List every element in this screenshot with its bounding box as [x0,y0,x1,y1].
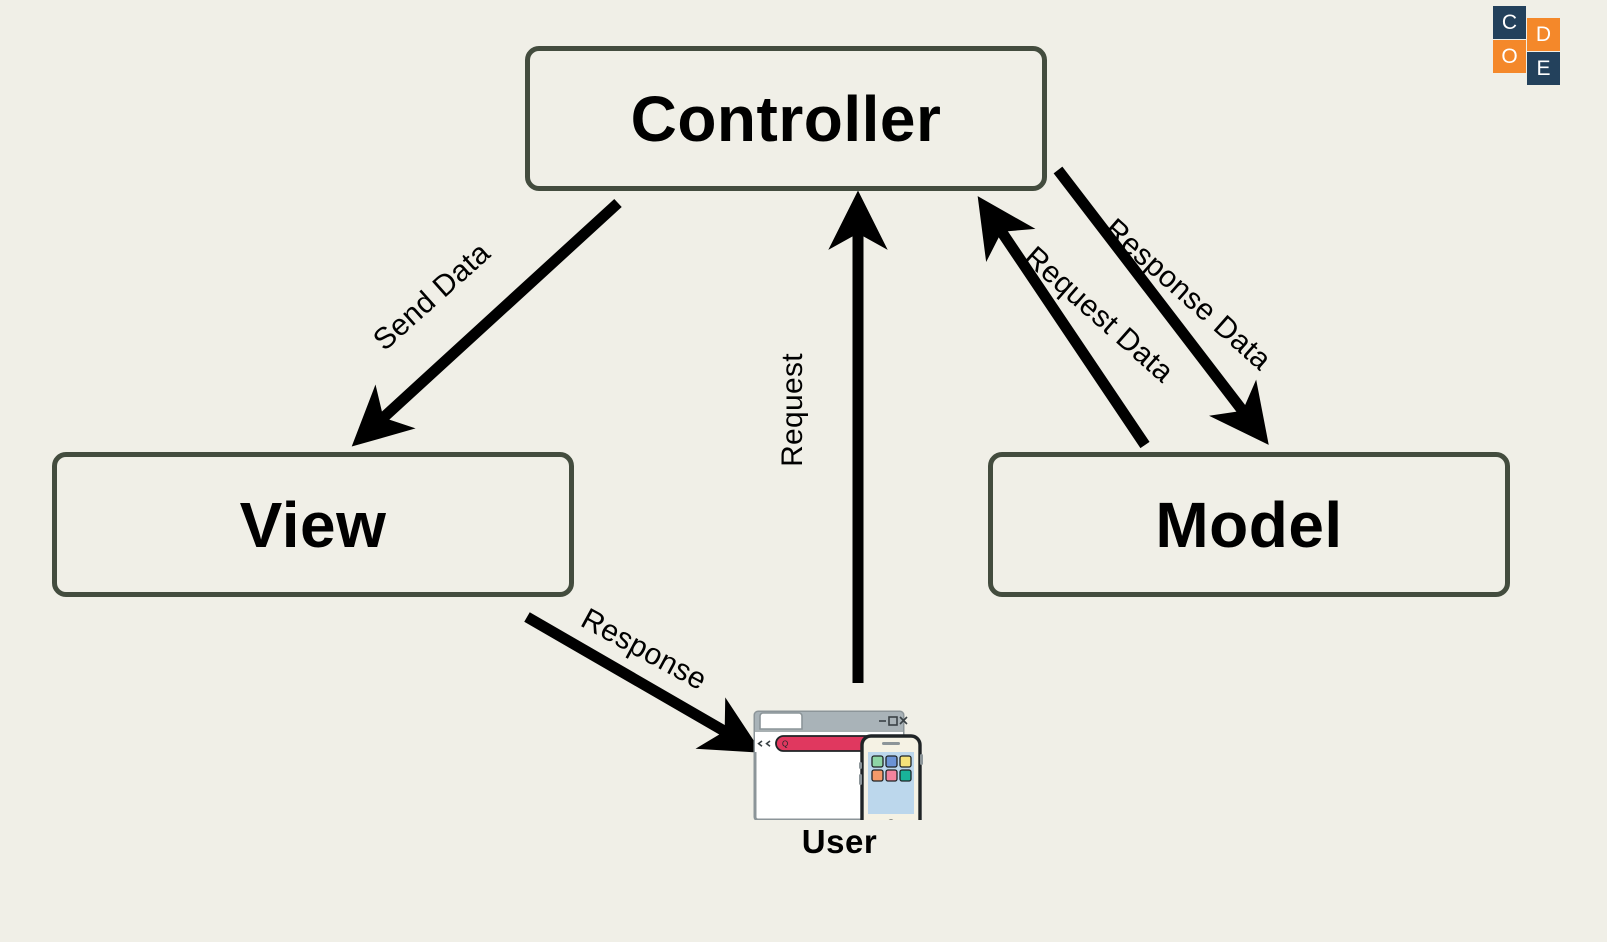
code-logo[interactable]: C D O E [1493,6,1593,86]
node-model[interactable]: Model [988,452,1510,597]
node-controller[interactable]: Controller [525,46,1047,191]
node-controller-label: Controller [630,82,942,155]
logo-cell-d: D [1527,18,1560,51]
node-view[interactable]: View [52,452,574,597]
node-model-label: Model [1155,488,1343,561]
edge-label-response: Response [575,602,713,697]
user-device-cluster: Q [752,690,927,880]
logo-cell-o: O [1493,40,1526,73]
svg-text:Q: Q [782,740,788,749]
logo-cell-c: C [1493,6,1526,39]
edge-label-send-data: Send Data [367,236,497,358]
devices-illustration: Q [753,710,923,820]
logo-cell-e: E [1527,52,1560,85]
smartphone-icon [859,734,923,820]
node-view-label: View [239,488,387,561]
edge-label-request: Request [776,353,809,467]
node-user-label: User [801,823,878,860]
